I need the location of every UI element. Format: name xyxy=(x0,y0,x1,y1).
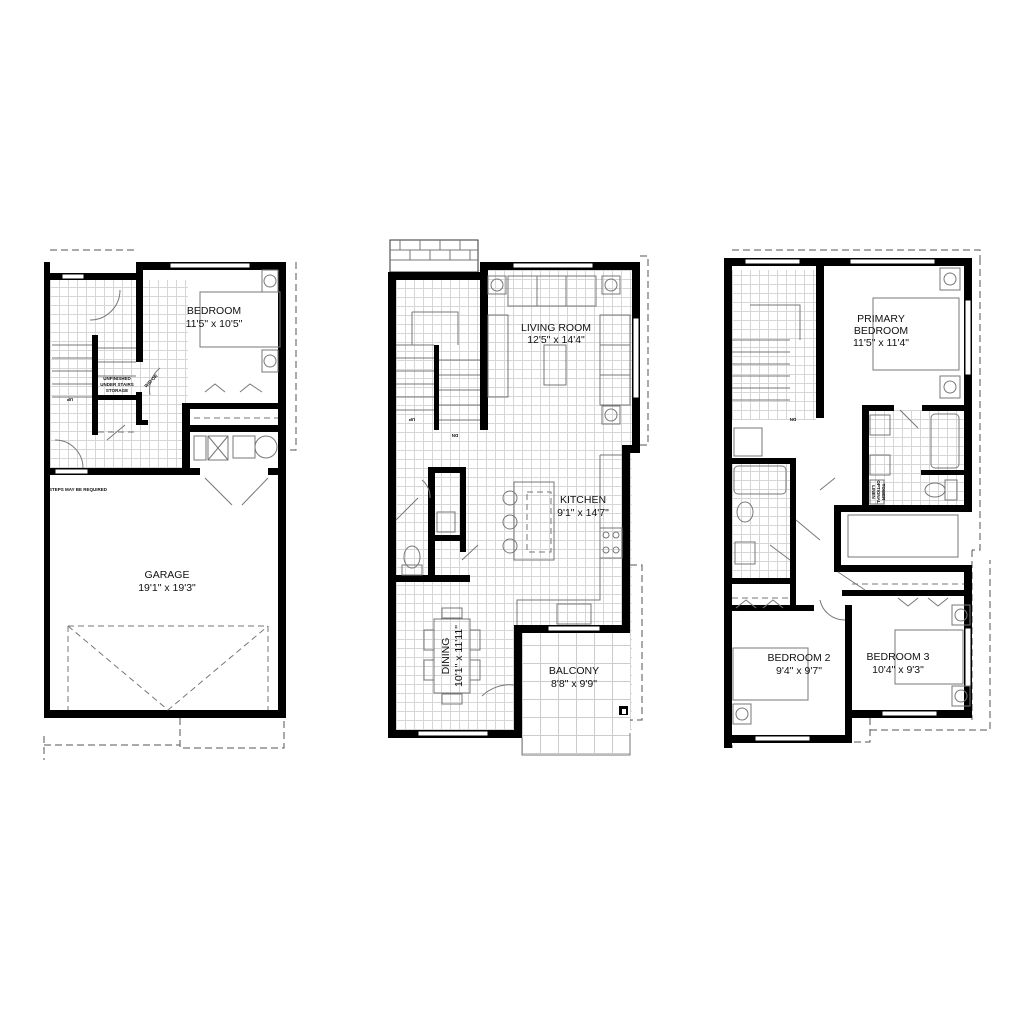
nightstand xyxy=(261,349,279,373)
main-level-plan xyxy=(388,239,649,756)
room-dims-balcony: 8'8" x 9'9" xyxy=(551,678,597,690)
room-name-kitchen: KITCHEN xyxy=(560,494,606,506)
linen-note-line2: LINEN xyxy=(871,485,876,499)
linen-note-line1: OPTIONAL xyxy=(876,480,881,504)
stair-up-label: UP xyxy=(409,417,415,422)
room-dims-primary-bedroom: 11'5" x 11'4" xyxy=(853,337,909,349)
lower-level-plan xyxy=(43,249,297,760)
sofa xyxy=(599,314,631,406)
dining-table xyxy=(433,618,471,694)
stair-down-label: DN xyxy=(790,417,797,422)
room-name-living-room: LIVING ROOM xyxy=(521,322,591,334)
bathtub xyxy=(930,413,960,469)
room-dims-bedroom-2: 9'4" x 9'7" xyxy=(776,665,822,677)
coffee-table xyxy=(543,344,567,386)
storage-note-line2: UNDER STAIRS xyxy=(100,382,133,387)
tv-console xyxy=(487,314,509,398)
stair-up-label: UP xyxy=(67,397,73,402)
room-name-garage: GARAGE xyxy=(145,569,190,581)
kitchen-island xyxy=(513,481,555,561)
storage-note-line3: STORAGE xyxy=(106,388,128,393)
room-dims-bedroom-3: 10'4" x 9'3" xyxy=(872,664,924,676)
bed xyxy=(732,647,809,701)
lower-entry-tile-floor xyxy=(50,280,188,468)
room-labels: BEDROOM 11'5" x 10'5" GARAGE 19'1" x 19'… xyxy=(49,305,930,690)
linen-note-line3: TOWER xyxy=(881,484,886,501)
room-name-bedroom: BEDROOM xyxy=(187,305,241,317)
bed xyxy=(894,629,964,685)
room-name-primary-bedroom-line2: BEDROOM xyxy=(854,325,908,337)
upper-level-plan xyxy=(724,249,991,748)
nightstand xyxy=(261,269,279,293)
steps-note: STEPS MAY BE REQUIRED xyxy=(49,487,108,492)
door-note: W/D OR xyxy=(143,373,159,389)
balcony-tile-floor xyxy=(522,632,630,754)
room-dims-kitchen: 9'1" x 14'7" xyxy=(557,507,609,519)
storage-note-line1: UNFINISHED xyxy=(103,376,131,381)
ensuite-tile-floor xyxy=(866,410,964,510)
room-name-primary-bedroom: PRIMARY xyxy=(857,313,905,325)
bed xyxy=(872,297,960,371)
room-name-bedroom-3: BEDROOM 3 xyxy=(866,651,929,663)
room-dims-living-room: 12'5" x 14'4" xyxy=(527,334,585,346)
stair-down-label: DN xyxy=(452,433,459,438)
kitchen-sink xyxy=(556,603,592,625)
sofa xyxy=(507,275,597,307)
room-name-bedroom-2: BEDROOM 2 xyxy=(767,652,830,664)
room-dims-garage: 19'1" x 19'3" xyxy=(138,582,196,594)
cooktop xyxy=(599,527,623,559)
bathtub xyxy=(733,465,787,495)
room-name-dining: DINING xyxy=(440,638,452,675)
upper-bath-tile-floor xyxy=(732,460,792,580)
upper-stair-tile-floor xyxy=(732,270,816,420)
room-dims-dining: 10'1" x 11'11" xyxy=(453,625,465,687)
room-dims-bedroom: 11'5" x 10'5" xyxy=(186,318,243,330)
front-porch xyxy=(389,239,479,273)
room-name-balcony: BALCONY xyxy=(549,665,599,677)
bed xyxy=(199,291,281,348)
